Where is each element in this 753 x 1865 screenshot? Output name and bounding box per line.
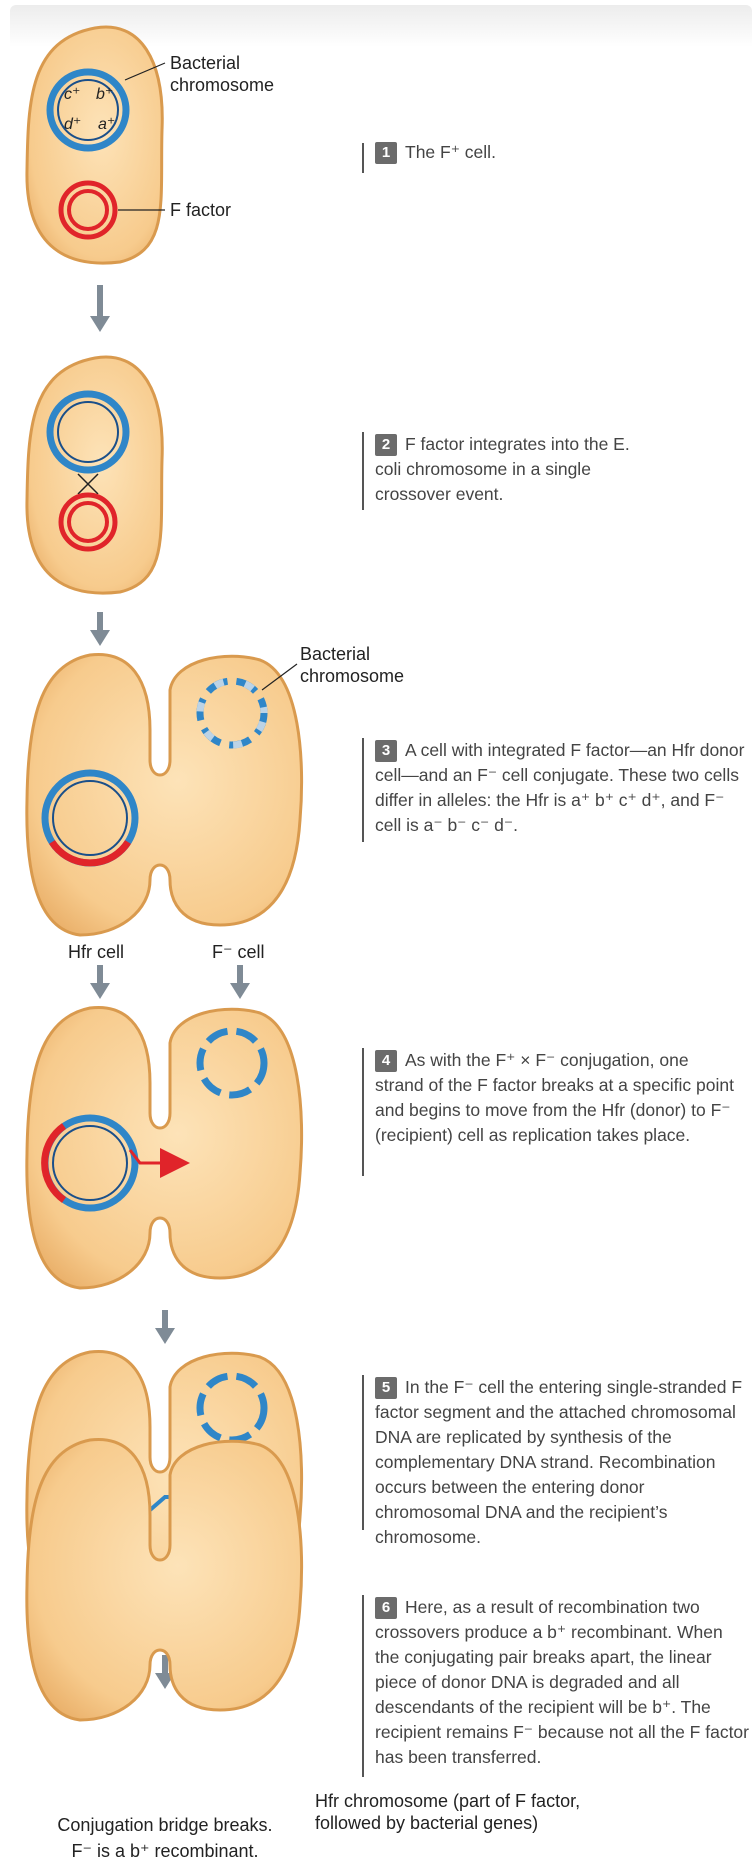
stage-2-cell <box>27 357 162 593</box>
gene-c-plus: c⁺ <box>64 84 80 104</box>
bacterial-chromosome-label-2: Bacterial chromosome <box>300 643 404 687</box>
stage-4-cells <box>27 1007 302 1288</box>
stage-1-cell <box>27 27 165 263</box>
step-4-bracket <box>362 1048 364 1176</box>
step-1-bracket <box>362 143 364 173</box>
step-1: 1 The F⁺ cell. <box>375 140 735 165</box>
step-3-text: A cell with integrated F factor—an Hfr d… <box>375 740 744 835</box>
bridge-breaks-line-2: F⁻ is a b⁺ recombinant. <box>20 1838 310 1864</box>
arrow-3-4a <box>90 965 110 999</box>
step-4-text: As with the F⁺ × F⁻ conjugation, one str… <box>375 1050 734 1145</box>
step-2-bracket <box>362 432 364 510</box>
arrow-1-2 <box>90 285 110 332</box>
gene-b-plus: b⁺ <box>96 84 113 104</box>
step-5-text: In the F⁻ cell the entering single-stran… <box>375 1377 742 1547</box>
hfr-cell-label: Hfr cell <box>68 942 124 963</box>
bridge-breaks-caption: Conjugation bridge breaks. F⁻ is a b⁺ re… <box>20 1812 310 1864</box>
hfr-chromosome-label: Hfr chromosome (part of F factor, follow… <box>315 1790 580 1834</box>
step-2-text: F factor integrates into the E. coli chr… <box>375 434 630 504</box>
step-3-number: 3 <box>375 740 397 762</box>
step-3-bracket <box>362 738 364 842</box>
f-factor-label: F factor <box>170 199 231 221</box>
step-4-number: 4 <box>375 1050 397 1072</box>
f-minus-cell-label: F⁻ cell <box>212 942 265 963</box>
step-1-number: 1 <box>375 142 397 164</box>
step-1-text: The F⁺ cell. <box>405 142 496 162</box>
arrow-2-3 <box>90 612 110 646</box>
bacterial-chromosome-label-1: Bacterial chromosome <box>170 52 274 96</box>
step-5-number: 5 <box>375 1377 397 1399</box>
gene-a-plus: a⁺ <box>98 114 115 134</box>
step-6-number: 6 <box>375 1597 397 1619</box>
step-6-bracket <box>362 1595 364 1777</box>
stage-3-cells <box>27 654 302 935</box>
gene-d-plus: d⁺ <box>64 114 81 134</box>
step-5-bracket <box>362 1375 364 1530</box>
step-6-text: Here, as a result of recombination two c… <box>375 1597 749 1767</box>
arrow-4-5 <box>155 1310 175 1344</box>
arrow-3-4b <box>230 965 250 999</box>
bridge-breaks-line-1: Conjugation bridge breaks. <box>20 1812 310 1838</box>
step-2-number: 2 <box>375 434 397 456</box>
